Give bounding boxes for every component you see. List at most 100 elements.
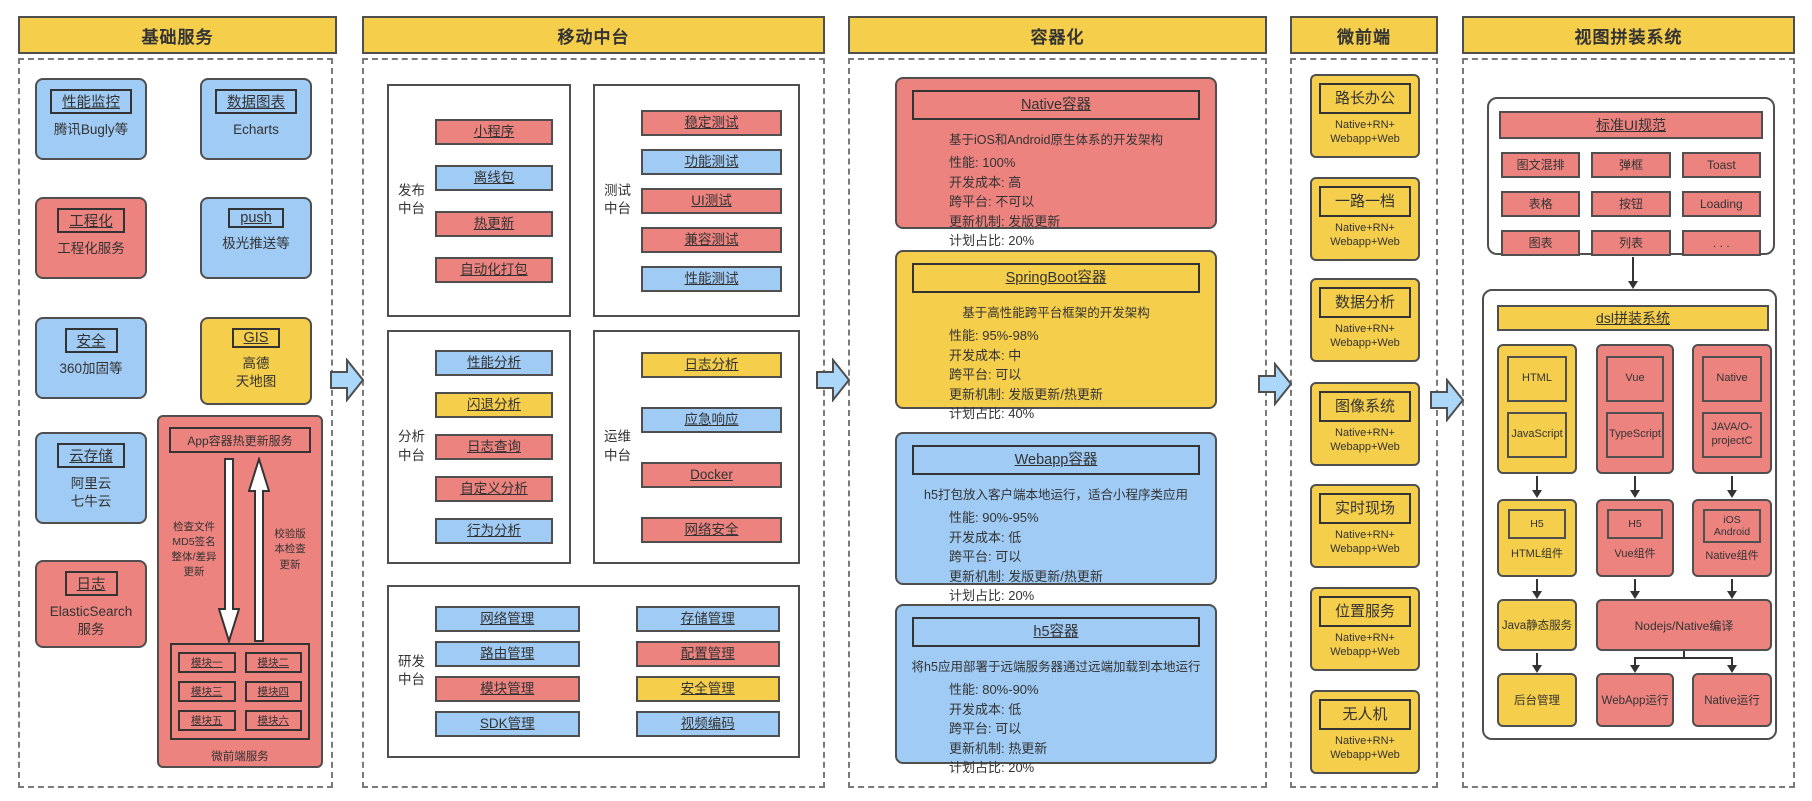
column-micro-frontend: 微前端 路长办公 Native+RN+ Webapp+Web 一路一档 Nati… [1290,16,1438,791]
card-security: 安全 360加固等 [35,317,147,399]
micro-app-card: 实时现场 Native+RN+ Webapp+Web [1310,484,1420,568]
card-log: 日志 ElasticSearch 服务 [35,560,147,648]
module-item: 模块二 [244,652,302,673]
micro-app-card: 数据分析 Native+RN+ Webapp+Web [1310,278,1420,362]
pipeline-vue-sources: Vue TypeScript [1596,344,1674,474]
down-arrow [1630,579,1640,599]
source-box: TypeScript [1606,412,1664,458]
component-caption: HTML组件 [1511,548,1563,560]
down-arrow [1532,476,1542,498]
chip: 安全管理 [635,676,780,702]
component-tag: H5 [1607,509,1663,539]
card-engineering: 工程化 工程化服务 [35,197,147,279]
pipeline-html-sources: HTML JavaScript [1497,344,1577,474]
column-header-mobile: 移动中台 [362,16,825,54]
flow-arrow-right-icon [1258,362,1292,406]
group-test-platform: 测试 中台 稳定测试 功能测试 UI测试 兼容测试 性能测试 [593,84,800,317]
card-performance-monitor: 性能监控 腾讯Bugly等 [35,78,147,160]
ui-chip: 表格 [1501,191,1581,217]
stat-line: 更新机制: 发版更新 [949,213,1061,229]
column-header-container: 容器化 [848,16,1267,54]
stat-line: 开发成本: 高 [949,174,1022,190]
stat-line: 计划占比: 20% [949,760,1035,775]
card-stats: 性能: 90%-95% 开发成本: 低 跨平台: 可以 更新机制: 发版更新/热… [949,508,1215,606]
stat-line: 跨平台: 可以 [949,549,1022,564]
ui-spec-box: 标准UI规范 图文混排 弹框 Toast 表格 按钮 Loading 图表 列表… [1487,97,1775,256]
dev-chip-column-left: 网络管理 路由管理 模块管理 SDK管理 [435,606,580,737]
flow-arrow-right-icon [1430,378,1464,422]
ui-chip: 列表 [1591,230,1671,256]
module-item: 模块四 [244,681,302,702]
source-box: HTML [1507,356,1567,402]
card-body: 工程化服务 [57,241,125,256]
stat-line: 计划占比: 40% [949,406,1035,421]
chip: 路由管理 [435,641,580,667]
stat-line: 跨平台: 可以 [949,721,1022,736]
group-label: 分析 中台 [398,429,425,463]
chip: 稳定测试 [641,109,782,136]
group-chips: 性能分析 闪退分析 日志查询 自定义分析 行为分析 [435,332,553,562]
source-box: JavaScript [1507,412,1567,458]
branch-stub [1683,651,1685,659]
card-title: h5容器 [912,617,1200,647]
component-html: H5 HTML组件 [1497,499,1577,577]
column-base-services: 基础服务 性能监控 腾讯Bugly等 数据图表 Echarts 工程化 工程化服… [18,16,337,791]
group-label: 运维 中台 [604,429,631,463]
micro-app-subtitle: Native+RN+ Webapp+Web [1330,632,1400,659]
column-body-base: 性能监控 腾讯Bugly等 数据图表 Echarts 工程化 工程化服务 pus… [18,58,333,788]
column-header-micro: 微前端 [1290,16,1438,54]
card-body: 360加固等 [59,361,123,376]
chip: 应急响应 [641,406,782,433]
stat-line: 跨平台: 可以 [949,367,1022,382]
stat-line: 性能: 90%-95% [949,510,1039,525]
column-containerization: 容器化 Native容器 基于iOS和Android原生体系的开发架构 性能: … [848,16,1267,791]
micro-app-subtitle: Native+RN+ Webapp+Web [1330,119,1400,146]
micro-app-title: 位置服务 [1319,596,1411,627]
stat-line: 计划占比: 20% [949,588,1035,603]
down-arrow [1630,476,1640,498]
module-item: 模块五 [178,710,236,731]
down-arrow [1628,257,1638,289]
card-desc: 基于iOS和Android原生体系的开发架构 [949,133,1163,147]
micro-app-title: 数据分析 [1319,287,1411,318]
card-title: GIS [231,328,281,348]
micro-app-subtitle: Native+RN+ Webapp+Web [1330,427,1400,454]
micro-app-subtitle: Native+RN+ Webapp+Web [1330,529,1400,556]
card-data-chart: 数据图表 Echarts [200,78,312,160]
card-desc: 将h5应用部署于远端服务器通过远端加载到本地运行 [911,660,1201,674]
group-label: 发布 中台 [398,182,425,217]
card-body: 阿里云 七牛云 [70,476,112,509]
hot-update-left-label: 检查文件MD5签名整体/差异更新 [171,520,217,579]
card-title: 性能监控 [50,89,132,114]
stat-line: 计划占比: 20% [949,233,1035,248]
card-webapp-container: Webapp容器 h5打包放入客户端本地运行，适合小程序类应用 性能: 90%-… [895,432,1217,603]
chip: 自动化打包 [435,256,553,283]
branch-line [1634,657,1733,659]
source-box: Native [1702,356,1762,402]
chip: 兼容测试 [641,226,782,253]
chip: 网络管理 [435,606,580,632]
chip: 网络安全 [641,516,782,543]
chip: 自定义分析 [435,476,553,502]
group-label: 测试 中台 [604,182,631,217]
card-push: push 极光推送等 [200,197,312,279]
chip: 离线包 [435,164,553,191]
card-body: Echarts [233,122,279,137]
source-box: JAVA/O- projectC [1702,412,1762,458]
micro-app-card: 无人机 Native+RN+ Webapp+Web [1310,690,1420,774]
card-h5-container: h5容器 将h5应用部署于远端服务器通过远端加载到本地运行 性能: 80%-90… [895,604,1217,775]
down-arrow [1532,653,1542,673]
card-gis: GIS 高德 天地图 [200,317,312,405]
column-view-assembly: 视图拼装系统 标准UI规范 图文混排 弹框 Toast 表格 按钮 Loadin… [1462,16,1795,791]
micro-app-title: 图像系统 [1319,391,1411,422]
micro-app-title: 路长办公 [1319,83,1411,114]
modules-box: 模块一 模块二 模块三 模块四 模块五 模块六 [170,643,310,740]
column-body-micro: 路长办公 Native+RN+ Webapp+Web 一路一档 Native+R… [1290,58,1438,788]
card-body: 腾讯Bugly等 [53,122,129,137]
native-run-box: Native运行 [1692,673,1772,727]
group-ops-platform: 运维 中台 日志分析 应急响应 Docker 网络安全 [593,330,800,564]
stat-line: 更新机制: 热更新 [949,740,1048,756]
chip: 性能测试 [641,265,782,292]
backend-admin-box: 后台管理 [1497,673,1577,727]
